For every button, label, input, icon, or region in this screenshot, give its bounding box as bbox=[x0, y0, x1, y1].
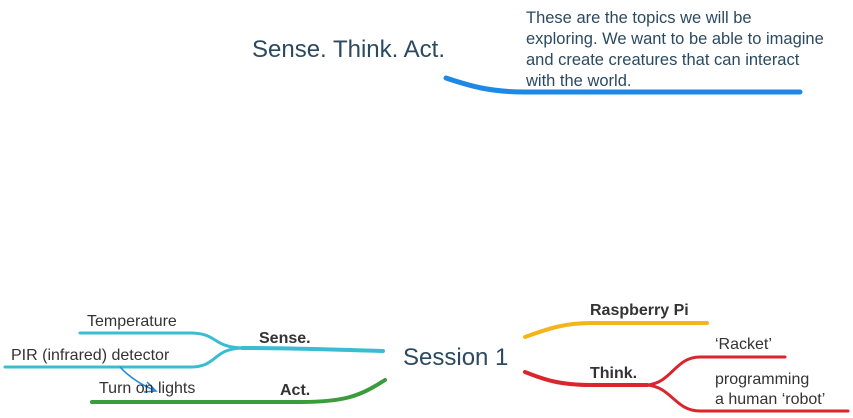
think-child-human-robot: a human ‘robot’ bbox=[715, 391, 826, 408]
title-note: These are the topics we will be explorin… bbox=[526, 9, 824, 90]
sense-child-pir: PIR (infrared) detector bbox=[11, 347, 170, 364]
central-topic: Session 1 bbox=[403, 344, 509, 371]
act-label: Act. bbox=[280, 382, 311, 399]
relationship-arrow-head bbox=[143, 381, 158, 393]
think-child-racket-line bbox=[645, 355, 787, 387]
sense-branch-line bbox=[240, 346, 385, 353]
act-child-lights: Turn on lights bbox=[99, 380, 196, 397]
think-child-programming: programming bbox=[715, 371, 810, 388]
sense-child-temperature-line bbox=[78, 331, 244, 350]
sense-label: Sense. bbox=[259, 330, 311, 347]
think-label: Think. bbox=[590, 365, 638, 382]
think-branch-line bbox=[523, 370, 649, 387]
think-child-racket: ‘Racket’ bbox=[715, 336, 772, 353]
main-title: Sense. Think. Act. bbox=[252, 36, 445, 63]
think-child-programming-line bbox=[645, 383, 850, 413]
raspberry-label: Raspberry Pi bbox=[590, 302, 689, 319]
sense-child-pir-line bbox=[3, 346, 244, 369]
relationship-arrow bbox=[119, 366, 155, 391]
act-branch-line bbox=[90, 378, 387, 404]
title-branch-line bbox=[443, 75, 803, 95]
sense-child-temperature: Temperature bbox=[87, 313, 177, 330]
raspberry-branch-line bbox=[523, 321, 709, 339]
